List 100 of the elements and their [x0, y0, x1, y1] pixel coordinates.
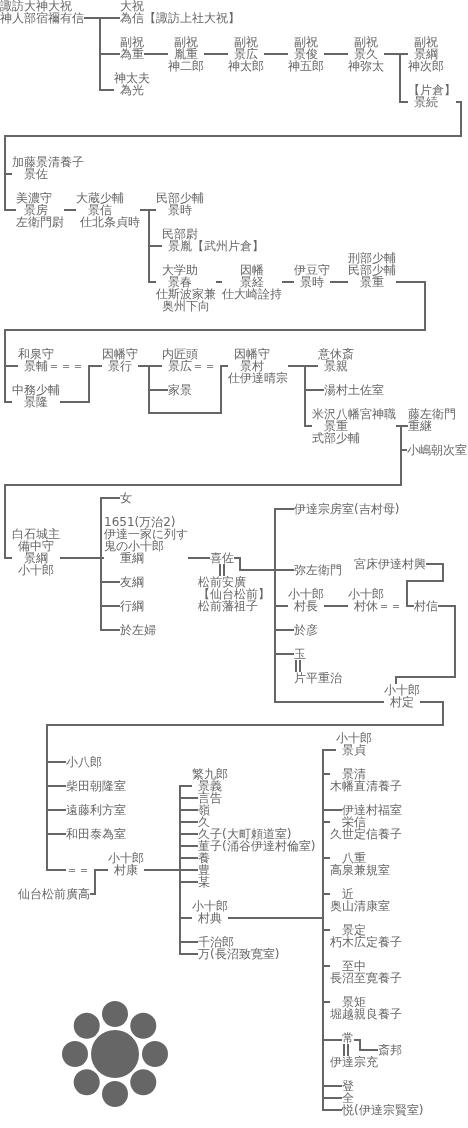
entry-text: 米沢八幡宮神職 — [312, 408, 396, 420]
entry-text: 為光 — [120, 84, 144, 96]
entry-text: 全 — [342, 1092, 354, 1104]
entry-text: 湯村土佐室 — [324, 384, 384, 396]
entry-text: 言告 — [198, 792, 222, 804]
entry-text: 仕大崎詮持 — [222, 288, 282, 300]
entry-text: 左衛門尉 — [16, 216, 64, 228]
entry-text: 副祝 — [414, 36, 438, 48]
entry-text: 副祝 — [294, 36, 318, 48]
entry-text: 為重 — [120, 48, 144, 60]
entry-text: 因幡守 — [234, 348, 270, 360]
entry-text: 景綱 — [24, 552, 48, 564]
entry-text: 村康 — [114, 864, 138, 876]
marriage-line — [343, 1043, 349, 1057]
note-text: 【武州片倉】 — [192, 240, 264, 252]
entry-text: 弥左衛門 — [294, 564, 342, 576]
entry-text: 久世定信養子 — [330, 828, 402, 840]
entry-text: 大祝 — [120, 0, 144, 12]
entry-text: 小十郎 — [192, 900, 228, 912]
entry-text: 神弥太 — [348, 60, 384, 72]
entry-text: 小十郎 — [384, 684, 420, 696]
entry-text: 養 — [198, 852, 210, 864]
entry-text: 神太郎 — [228, 60, 264, 72]
entry-text: 意休斎 — [318, 348, 354, 360]
entry-text: 景経 — [240, 276, 264, 288]
entry-text: 民部少輔 — [348, 264, 396, 276]
entry-text: 小十郎 — [18, 564, 54, 576]
entry-text: 式部少輔 — [312, 432, 360, 444]
entry-text: 小十郎 — [336, 732, 372, 744]
entry-text: 柴田朝隆室 — [66, 780, 126, 792]
entry-text: 松前藩祖子 — [198, 600, 258, 612]
entry-text: 伊達宗充 — [330, 1056, 378, 1068]
lineage-line — [63, 209, 77, 211]
lineage-line — [4, 101, 462, 211]
entry-text: 於彦 — [294, 624, 318, 636]
entry-text: 神人部宿禰有信 — [0, 12, 84, 24]
entry-text: 備中守 — [18, 540, 54, 552]
entry-text: 景俊 — [294, 48, 318, 60]
entry-text: 加藤景清養子 — [12, 156, 84, 168]
entry-text: 民部尉 — [162, 228, 198, 240]
entry-text: 斎邦 — [378, 1044, 402, 1056]
entry-text: 宮床伊達村興 — [354, 558, 426, 570]
entry-text: 伊達村福室 — [342, 804, 402, 816]
entry-text: 【仙台松前】 — [198, 588, 270, 600]
entry-text: 小十郎 — [108, 852, 144, 864]
entry-text: 小十郎 — [348, 588, 384, 600]
entry-text: 【片倉】 — [408, 84, 456, 96]
entry-text: 友綱 — [120, 576, 144, 588]
entry-text: 嶺 — [198, 804, 210, 816]
entry-text: 村典 — [198, 912, 222, 924]
entry-text: 重継 — [408, 420, 432, 432]
entry-text: 副祝 — [120, 36, 144, 48]
entry-text: 1651(万治2) — [104, 516, 176, 528]
entry-text: 仕斯波家兼 — [156, 288, 216, 300]
entry-text: 副祝 — [174, 36, 198, 48]
entry-text: 景続 — [414, 96, 438, 108]
lineage-line — [329, 281, 349, 283]
entry-text: 仕北条貞時 — [80, 216, 140, 228]
entry-text: 民部少輔 — [156, 192, 204, 204]
entry-text: 女 — [120, 492, 132, 504]
entry-text: 小十郎 — [288, 588, 324, 600]
lineage-line — [287, 365, 313, 427]
entry-text: 豊 — [198, 864, 210, 876]
entry-text: 玉 — [294, 648, 306, 660]
entry-text: 片平重治 — [294, 672, 342, 684]
entry-text: 木幡直清養子 — [330, 780, 402, 792]
entry-text: 内匠頭 — [162, 348, 198, 360]
entry-text: 神太夫 — [114, 72, 150, 84]
entry-text: 伊達一家に列す — [104, 528, 188, 540]
entry-text: 景広 — [234, 48, 258, 60]
entry-text: 千治郎 — [198, 936, 234, 948]
entry-text: 神次郎 — [408, 60, 444, 72]
lineage-line — [323, 53, 349, 55]
entry-text: 村信 — [414, 600, 438, 612]
lineage-line — [203, 53, 229, 55]
entry-text: 悦(伊達宗賢室) — [342, 1104, 424, 1116]
entry-text: 景重 — [324, 420, 348, 432]
lineage-line — [83, 17, 115, 91]
lineage-line — [406, 563, 444, 607]
entry-text: 菫子(涌谷伊達村倫室) — [198, 840, 316, 852]
lineage-line — [46, 701, 444, 871]
lineage-line — [215, 281, 223, 283]
entry-text: 景親 — [324, 360, 348, 372]
entry-text: 仙台松前廣高 — [18, 888, 90, 900]
entry-text: 常 — [342, 1032, 354, 1044]
entry-text: 鬼の小十郎 — [104, 540, 164, 552]
entry-text: 遠藤利方室 — [66, 804, 126, 816]
entry-text: 奥州下向 — [162, 300, 210, 312]
entry-text: 景矩 — [342, 996, 366, 1008]
entry-text: 高泉兼規室 — [330, 864, 390, 876]
entry-text: 松前安廣 — [198, 576, 246, 588]
entry-text: 和泉守 — [18, 348, 54, 360]
entry-text: 景房 — [24, 204, 48, 216]
entry-text: 景春 — [168, 276, 192, 288]
note-text: 【諏訪上社大祝】 — [144, 12, 240, 24]
entry-text: 景佐 — [24, 168, 48, 180]
entry-text: 景久 — [354, 48, 378, 60]
entry-text: 景広＝＝ — [168, 360, 216, 372]
entry-text: 白石城主 — [12, 528, 60, 540]
marriage-line — [219, 563, 225, 577]
